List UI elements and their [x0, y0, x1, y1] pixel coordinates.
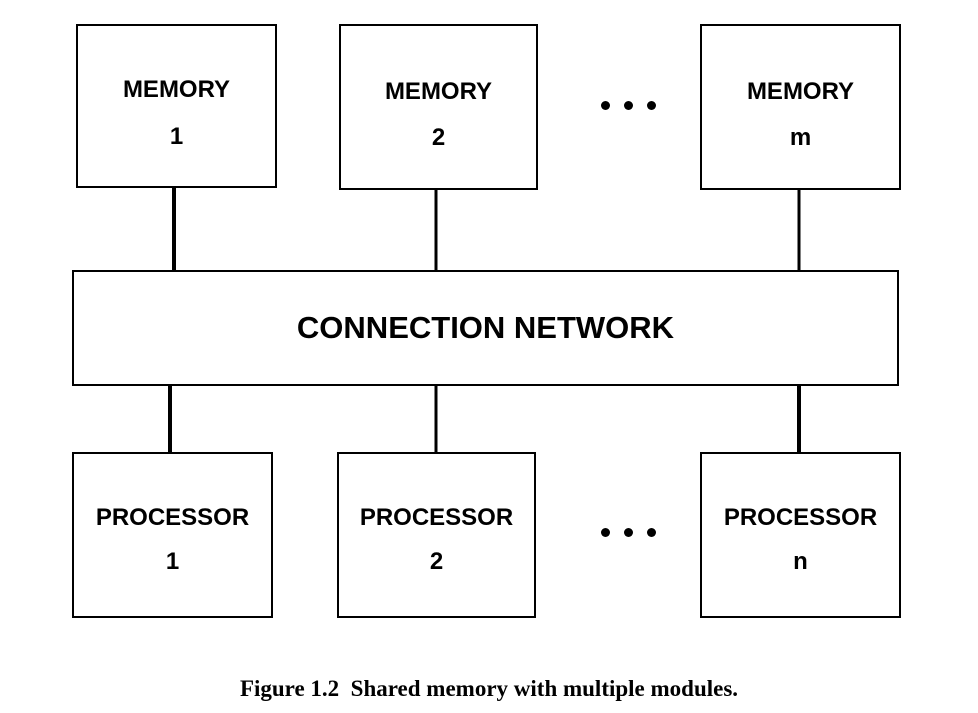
ellipsis-dot [624, 101, 633, 110]
processor-module-1: PROCESSOR 1 [72, 452, 273, 618]
processor-module-2: PROCESSOR 2 [337, 452, 536, 618]
memory-ellipsis [601, 101, 656, 110]
memory-module-2: MEMORY 2 [339, 24, 538, 190]
memory-module-1: MEMORY 1 [76, 24, 277, 188]
processor-n-title: PROCESSOR [723, 504, 878, 531]
memory-1-title: MEMORY [122, 76, 231, 103]
ellipsis-dot [647, 101, 656, 110]
ellipsis-dot [601, 528, 610, 537]
processor-n-index: n [793, 548, 808, 575]
processor-2-index: 2 [429, 548, 444, 575]
processor-1-index: 1 [165, 548, 180, 575]
memory-m-title: MEMORY [746, 78, 855, 105]
processor-2-title: PROCESSOR [359, 504, 514, 531]
memory-m-index: m [789, 124, 812, 151]
connection-network: CONNECTION NETWORK [72, 270, 899, 386]
ellipsis-dot [624, 528, 633, 537]
ellipsis-dot [601, 101, 610, 110]
memory-2-title: MEMORY [384, 78, 493, 105]
processor-1-title: PROCESSOR [95, 504, 250, 531]
memory-2-index: 2 [431, 124, 446, 151]
processor-module-n: PROCESSOR n [700, 452, 901, 618]
figure-caption: Figure 1.2 Shared memory with multiple m… [239, 676, 739, 701]
ellipsis-dot [647, 528, 656, 537]
connection-network-label: CONNECTION NETWORK [296, 310, 675, 345]
processor-ellipsis [601, 528, 656, 537]
memory-1-index: 1 [169, 123, 184, 150]
memory-module-m: MEMORY m [700, 24, 901, 190]
